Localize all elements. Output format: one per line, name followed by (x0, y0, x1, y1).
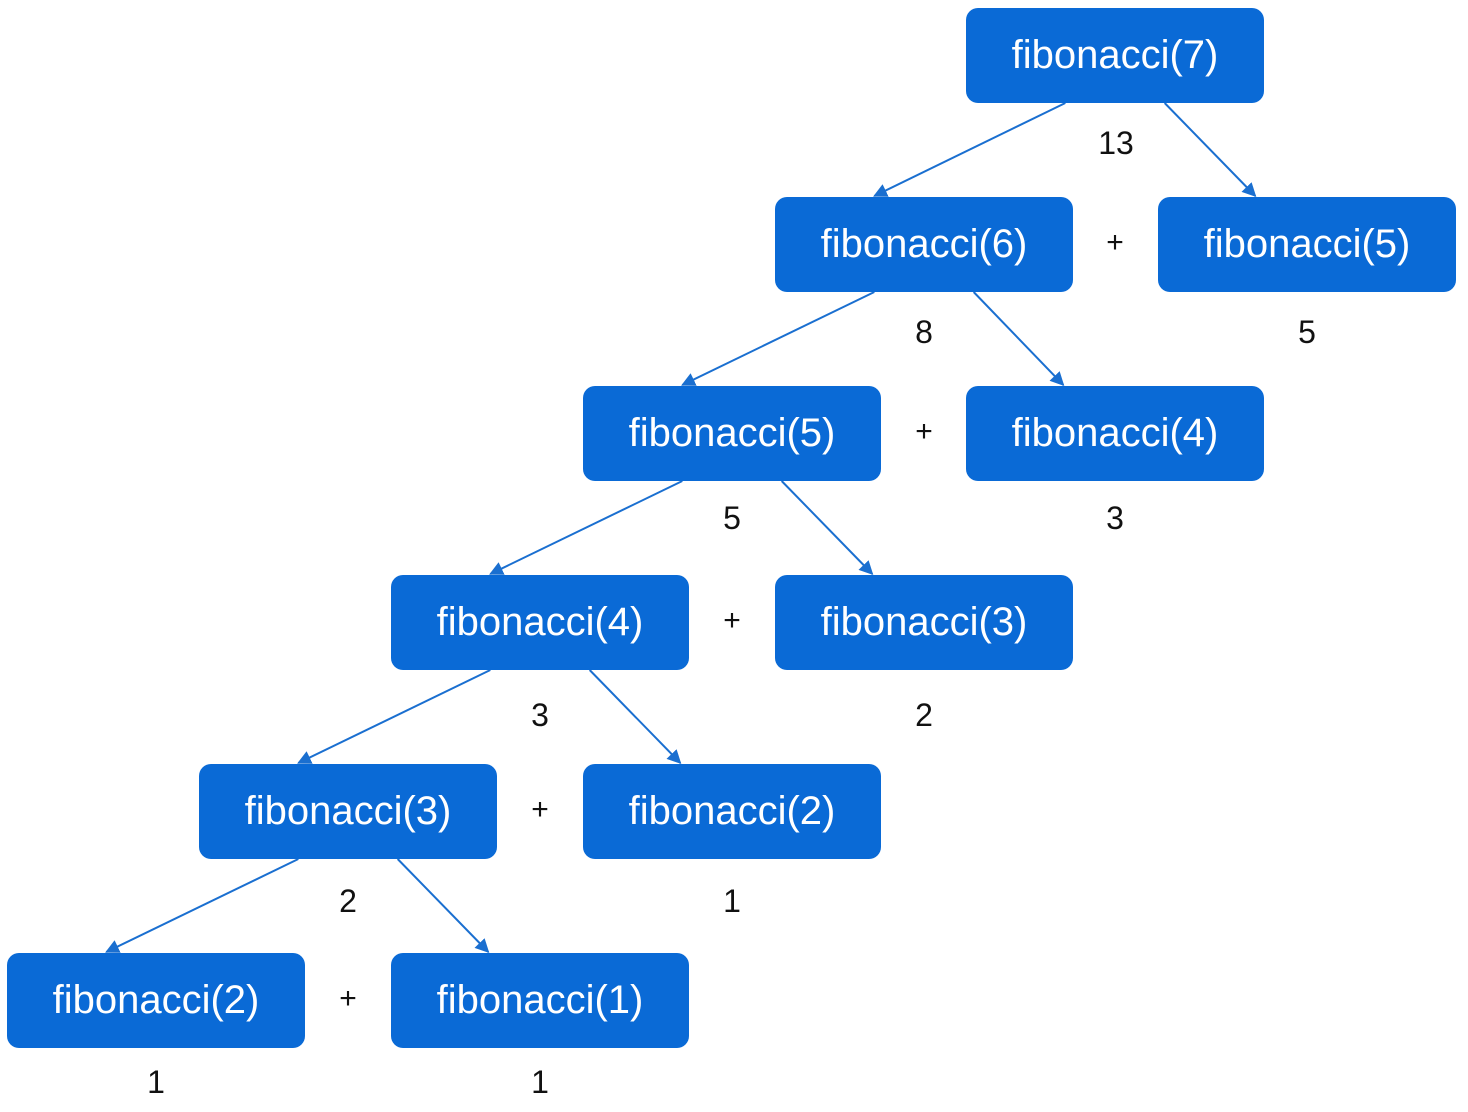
edge-fib3-to-fib2 (105, 858, 299, 953)
edge-fib3-to-fib1 (396, 858, 490, 954)
plus-operator: + (531, 793, 549, 826)
result-fibonacci-4: 3 (531, 697, 549, 733)
node-fibonacci-4-right: fibonacci(4) (966, 386, 1264, 481)
node-fibonacci-5-right: fibonacci(5) (1158, 197, 1456, 292)
node-fibonacci-3: fibonacci(3) (199, 764, 497, 859)
result-fibonacci-5: 5 (723, 500, 741, 536)
result-fibonacci-2: 1 (147, 1064, 165, 1100)
plus-operator: + (1106, 226, 1124, 259)
result-fibonacci-3-right: 2 (915, 697, 933, 733)
result-fibonacci-7: 13 (1098, 125, 1134, 161)
edge-fib7-to-fib5b (1163, 102, 1257, 198)
result-fibonacci-4-right: 3 (1106, 500, 1124, 536)
plus-operator: + (339, 982, 357, 1015)
node-fibonacci-1: fibonacci(1) (391, 953, 689, 1048)
edge-fib4-to-fib2b (588, 669, 682, 765)
result-fibonacci-5-right: 5 (1298, 314, 1316, 350)
edge-fib6-to-fib4b (972, 291, 1065, 387)
result-fibonacci-1: 1 (531, 1064, 549, 1100)
plus-operator: + (723, 604, 741, 637)
edge-fib4-to-fib3 (297, 669, 491, 764)
node-fibonacci-2-right: fibonacci(2) (583, 764, 881, 859)
node-fibonacci-2: fibonacci(2) (7, 953, 305, 1048)
node-fibonacci-7: fibonacci(7) (966, 8, 1264, 103)
node-fibonacci-5: fibonacci(5) (583, 386, 881, 481)
result-fibonacci-6: 8 (915, 314, 933, 350)
edge-fib5-to-fib3b (780, 480, 874, 576)
edge-fib5-to-fib4 (489, 480, 683, 575)
node-fibonacci-6: fibonacci(6) (775, 197, 1073, 292)
result-fibonacci-2-right: 1 (723, 883, 741, 919)
edge-fib7-to-fib6 (873, 102, 1066, 197)
edge-fib6-to-fib5 (681, 291, 875, 386)
plus-operator: + (915, 415, 933, 448)
result-fibonacci-3: 2 (339, 883, 357, 919)
node-fibonacci-4: fibonacci(4) (391, 575, 689, 670)
node-fibonacci-3-right: fibonacci(3) (775, 575, 1073, 670)
